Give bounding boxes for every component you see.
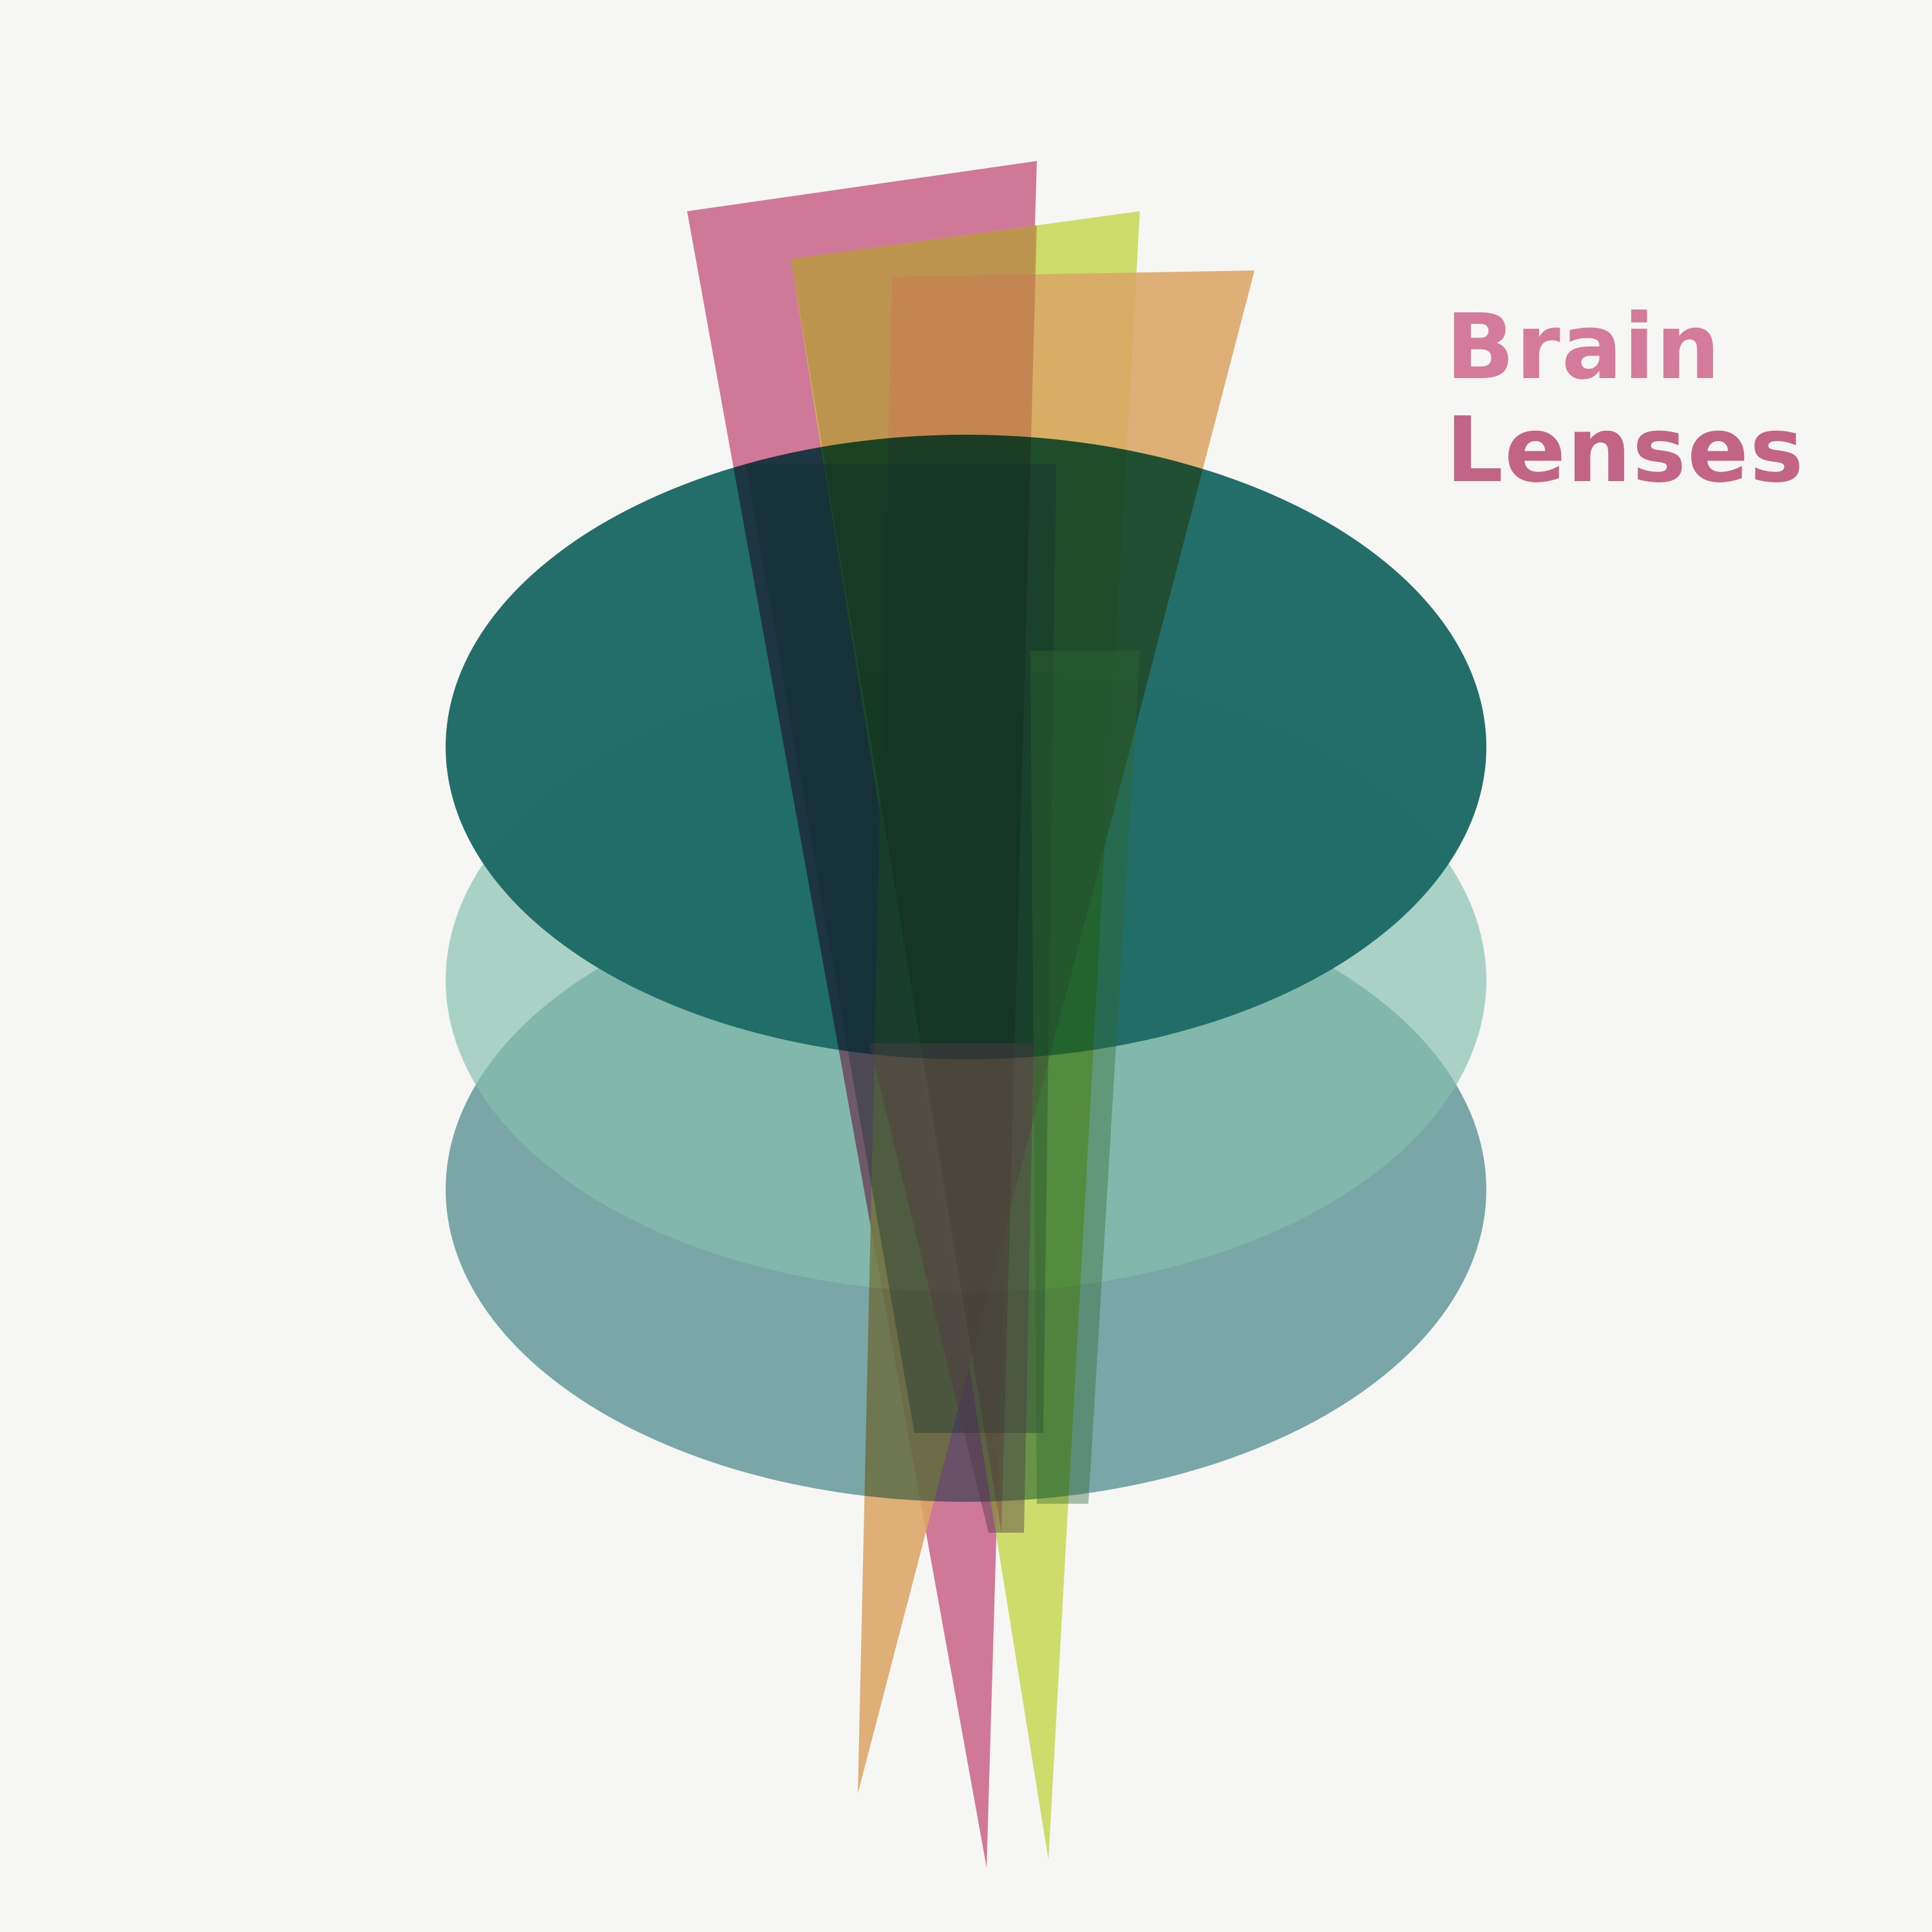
maroon-intersection-band xyxy=(869,1043,1034,1533)
title-block: Brain Lenses xyxy=(1446,303,1804,496)
dark-intersection-band xyxy=(746,464,1056,1433)
ellipse-blade-intersections xyxy=(746,464,1140,1533)
title-line-1: Brain xyxy=(1446,295,1721,400)
brown-orange-overlay xyxy=(791,225,1037,1533)
triangle-blades xyxy=(687,161,1255,1868)
green-intersection-band xyxy=(1030,650,1140,1504)
title-line-2: Lenses xyxy=(1446,398,1805,503)
